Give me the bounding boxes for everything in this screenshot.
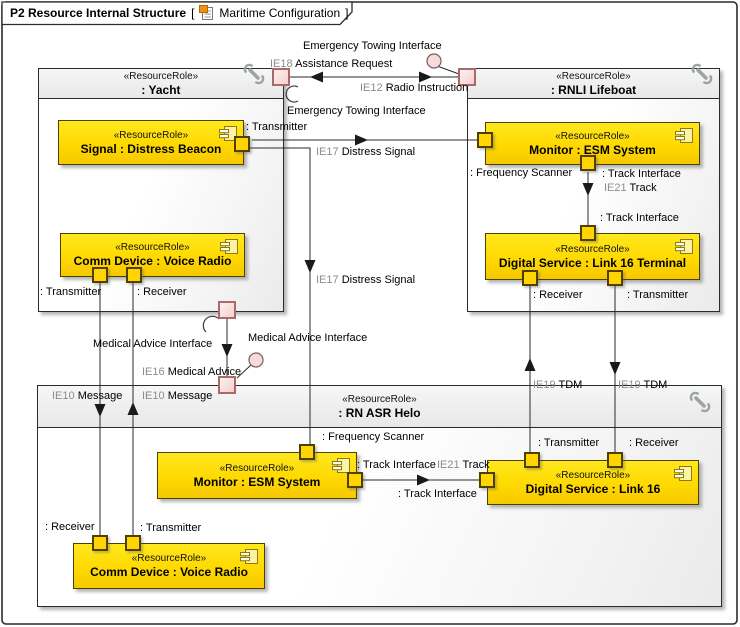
- port-yacht-radio-transmitter[interactable]: [92, 267, 108, 283]
- port-terminal-receiver[interactable]: [522, 270, 538, 286]
- terminal-name: Digital Service : Link 16 Terminal: [498, 255, 687, 270]
- helo-stereotype: «ResourceRole»: [342, 393, 417, 405]
- diagram-title: P2 Resource Internal Structure [ Maritim…: [10, 5, 348, 21]
- arrowhead-ie12: [419, 71, 432, 83]
- label-ie16: IE16 Medical Advice: [142, 366, 242, 378]
- label-ie10-up: IE10 Message: [142, 390, 213, 402]
- provided-interface-stick: [438, 66, 460, 75]
- yacht-stereotype: «ResourceRole»: [123, 70, 199, 82]
- component-icon: [220, 239, 238, 254]
- port-helo-esm-track-interface[interactable]: [347, 472, 363, 488]
- yacht-radio-name: Comm Device : Voice Radio: [73, 254, 232, 268]
- label-terminal-track-interface: : Track Interface: [600, 212, 679, 224]
- port-helo-radio-transmitter[interactable]: [125, 535, 141, 551]
- label-ie19-up: IE19 TDM: [533, 379, 583, 391]
- label-towing-interface-top: Emergency Towing Interface: [303, 40, 442, 52]
- label-terminal-receiver: : Receiver: [533, 289, 583, 301]
- required-interface-socket-towing: [285, 85, 299, 103]
- label-towing-interface-mid: Emergency Towing Interface: [287, 105, 426, 117]
- part-helo-esm-system[interactable]: «ResourceRole» Monitor : ESM System: [157, 452, 357, 499]
- arrowhead-ie19a: [524, 358, 536, 371]
- link16-stereotype: «ResourceRole»: [555, 469, 631, 481]
- yacht-name: : Yacht: [141, 82, 181, 97]
- lifeboat-esm-stereotype: «ResourceRole»: [555, 130, 630, 142]
- arrowhead-ie18: [310, 71, 323, 83]
- port-helo-esm-frequency-scanner[interactable]: [299, 444, 315, 460]
- helo-esm-name: Monitor : ESM System: [193, 474, 321, 489]
- label-terminal-transmitter: : Transmitter: [627, 289, 689, 301]
- helo-name: : RN ASR Helo: [338, 405, 421, 420]
- boundary-port-yacht-medical[interactable]: [218, 301, 236, 319]
- label-ie12: IE12 Radio Instruction: [360, 82, 469, 94]
- label-ie19-down: IE19 TDM: [618, 379, 668, 391]
- label-link16-transmitter: : Transmitter: [538, 437, 600, 449]
- label-helo-esm-track-interface: : Track Interface: [357, 459, 436, 471]
- arrowhead-ie16: [221, 344, 233, 357]
- label-medical-interface-right: Medical Advice Interface: [248, 332, 368, 344]
- label-yacht-radio-transmitter: : Transmitter: [40, 286, 102, 298]
- bracket-open: [: [191, 6, 195, 20]
- diagram-title-name: P2 Resource Internal Structure: [10, 6, 187, 20]
- helo-esm-stereotype: «ResourceRole»: [219, 462, 295, 474]
- label-helo-radio-transmitter: : Transmitter: [140, 522, 202, 534]
- arrowhead-ie17a: [355, 134, 368, 146]
- port-terminal-transmitter[interactable]: [607, 270, 623, 286]
- label-helo-frequency-scanner: : Frequency Scanner: [322, 431, 425, 443]
- label-ie21-helo: IE21 Track: [437, 459, 490, 471]
- label-ie21-lifeboat: IE21 Track: [604, 182, 657, 194]
- label-helo-radio-receiver: : Receiver: [45, 521, 95, 533]
- lifeboat-stereotype: «ResourceRole»: [556, 70, 631, 82]
- part-signal-distress-beacon[interactable]: «ResourceRole» Signal : Distress Beacon: [58, 120, 244, 165]
- port-beacon-transmitter[interactable]: [234, 136, 250, 152]
- port-link16-transmitter[interactable]: [524, 452, 540, 468]
- port-lifeboat-esm-track-interface[interactable]: [580, 155, 596, 171]
- label-ie17-helo: IE17 Distress Signal: [316, 274, 416, 286]
- component-icon: [674, 466, 692, 481]
- part-link16[interactable]: «ResourceRole» Digital Service : Link 16: [487, 460, 699, 505]
- component-icon: [675, 128, 693, 143]
- component-icon: [240, 549, 258, 564]
- label-link16-track-interface: : Track Interface: [398, 488, 477, 500]
- beacon-stereotype: «ResourceRole»: [113, 129, 189, 141]
- port-yacht-radio-receiver[interactable]: [126, 267, 142, 283]
- port-helo-radio-receiver[interactable]: [92, 535, 108, 551]
- diagram-context-name: Maritime Configuration: [219, 6, 341, 20]
- port-lifeboat-esm-frequency-scanner[interactable]: [477, 132, 493, 148]
- terminal-stereotype: «ResourceRole»: [555, 243, 630, 255]
- bracket-close: ]: [345, 6, 349, 20]
- link16-name: Digital Service : Link 16: [525, 481, 661, 496]
- label-yacht-radio-receiver: : Receiver: [137, 286, 187, 298]
- port-link16-receiver[interactable]: [607, 452, 623, 468]
- diagram-context-icon: [199, 5, 214, 20]
- arrowhead-ie17b: [304, 260, 316, 273]
- port-terminal-track-interface[interactable]: [580, 225, 596, 241]
- provided-interface-ball-medical: [248, 352, 264, 368]
- part-yacht-voice-radio[interactable]: «ResourceRole» Comm Device : Voice Radio: [60, 233, 245, 277]
- port-link16-track-interface[interactable]: [479, 472, 495, 488]
- label-medical-interface-left: Medical Advice Interface: [93, 338, 213, 350]
- label-ie18: IE18 Assistance Request: [270, 58, 393, 70]
- lifeboat-name: : RNLI Lifeboat: [550, 82, 637, 97]
- helo-radio-stereotype: «ResourceRole»: [131, 553, 207, 564]
- required-interface-socket-medical: [202, 315, 220, 333]
- arrowhead-ie19b: [609, 362, 621, 375]
- component-icon: [675, 239, 693, 254]
- label-lifeboat-track-interface: : Track Interface: [602, 168, 681, 180]
- provided-interface-ball-towing: [426, 53, 442, 69]
- label-link16-receiver: : Receiver: [629, 437, 679, 449]
- beacon-name: Signal : Distress Beacon: [80, 141, 222, 156]
- label-ie17-lifeboat: IE17 Distress Signal: [316, 146, 416, 158]
- label-beacon-transmitter: : Transmitter: [246, 121, 308, 133]
- label-ie10-down: IE10 Message: [52, 390, 123, 402]
- label-lifeboat-frequency-scanner: : Frequency Scanner: [470, 167, 573, 179]
- yacht-radio-stereotype: «ResourceRole»: [115, 242, 190, 253]
- helo-radio-name: Comm Device : Voice Radio: [90, 565, 248, 579]
